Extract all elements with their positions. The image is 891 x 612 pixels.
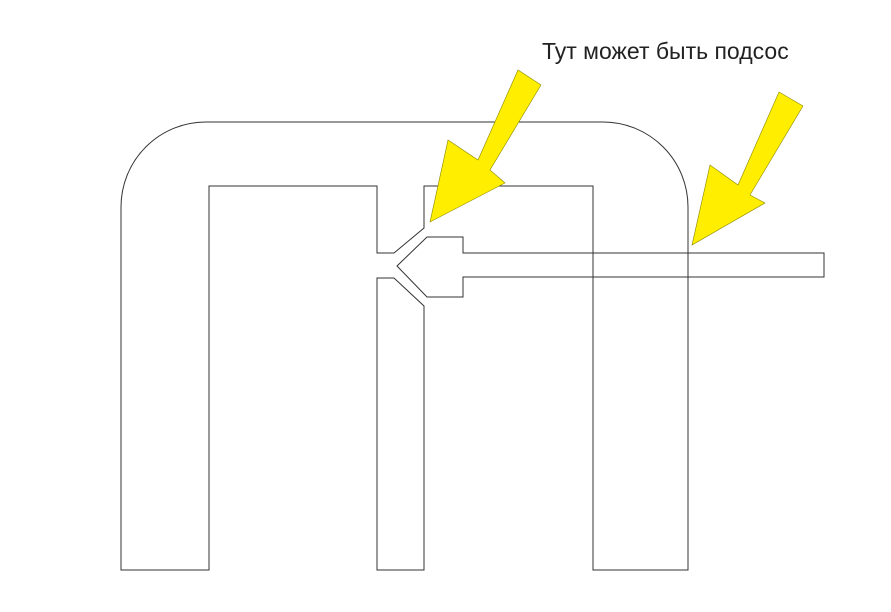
arrow-gap-indicator xyxy=(429,69,542,223)
core-outer-outline xyxy=(120,121,689,571)
probe-tube xyxy=(396,236,825,298)
annotation-label: Тут может быть подсос xyxy=(542,38,789,64)
arrow-edge-indicator xyxy=(691,91,804,246)
core-center-leg xyxy=(376,277,425,571)
